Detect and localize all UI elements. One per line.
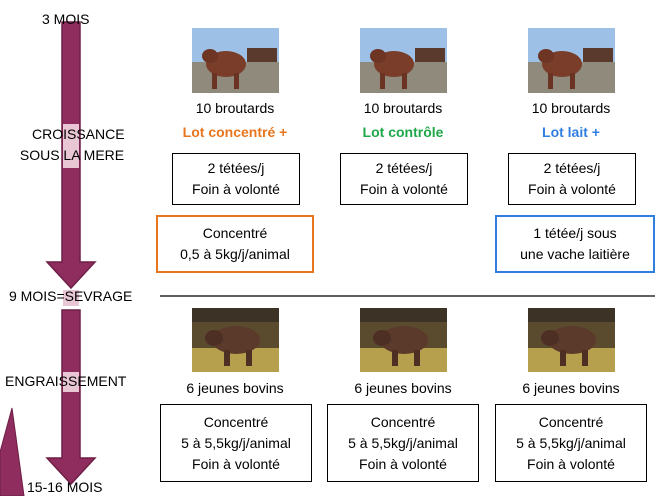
group1-lot-name: Lot concentré + [182, 124, 288, 140]
label-end-age: 15-16 MOIS [27, 479, 103, 495]
highlight-band-weaning [63, 290, 79, 306]
label-start-age: 3 MOIS [42, 11, 90, 27]
group2-base-line2: Foin à volonté [360, 181, 448, 197]
group2-finish-line2: 5 à 5,5kg/j/animal [348, 434, 458, 451]
group1-finish-line2: 5 à 5,5kg/j/animal [181, 434, 291, 451]
group1-finish-feed-box: Concentré 5 à 5,5kg/j/animal Foin à volo… [160, 404, 312, 482]
group3-finish-line1: Concentré [538, 413, 604, 430]
group3-base-line1: 2 tétées/j [543, 160, 601, 176]
group3-base-feed-box: 2 tétées/j Foin à volonté [508, 153, 636, 205]
group3-finish-count: 6 jeunes bovins [522, 380, 620, 396]
group3-count: 10 broutards [531, 100, 611, 116]
group3-lot-name: Lot lait + [542, 124, 600, 140]
group1-finish-line1: Concentré [203, 413, 269, 430]
group3-supplement-line1: 1 tétée/j sous [533, 225, 617, 241]
label-weaning: 9 MOIS=SEVRAGE [9, 288, 133, 304]
group3-finish-line3: Foin à volonté [527, 455, 615, 472]
young-cattle-photo-1 [192, 308, 279, 372]
highlight-band-fattening [63, 372, 79, 392]
group2-base-feed-box: 2 tétées/j Foin à volonté [340, 153, 468, 205]
group1-base-line1: 2 tétées/j [207, 160, 265, 176]
label-growth-line2: SOUS LA MERE [19, 147, 125, 163]
young-cattle-photo-3 [528, 308, 615, 372]
group2-count: 10 broutards [363, 100, 443, 116]
label-fattening: ENGRAISSEMENT [5, 373, 127, 389]
group1-base-line2: Foin à volonté [192, 181, 280, 197]
group2-finish-feed-box: Concentré 5 à 5,5kg/j/animal Foin à volo… [327, 404, 479, 482]
group2-finish-count: 6 jeunes bovins [354, 380, 452, 396]
label-growth-line1: CROISSANCE [32, 126, 125, 142]
group1-finish-count: 6 jeunes bovins [186, 380, 284, 396]
group1-supplement-line2: 0,5 à 5kg/j/animal [180, 246, 290, 262]
group3-supplement-box: 1 tétée/j sous une vache laitière [495, 215, 655, 273]
group1-supplement-box: Concentré 0,5 à 5kg/j/animal [156, 215, 314, 273]
group1-base-feed-box: 2 tétées/j Foin à volonté [172, 153, 300, 205]
group2-base-line1: 2 tétées/j [375, 160, 433, 176]
group1-count: 10 broutards [195, 100, 275, 116]
group3-supplement-line2: une vache laitière [520, 246, 630, 262]
young-cattle-photo-2 [360, 308, 447, 372]
group3-finish-feed-box: Concentré 5 à 5,5kg/j/animal Foin à volo… [495, 404, 647, 482]
group3-finish-line2: 5 à 5,5kg/j/animal [516, 434, 626, 451]
group1-finish-line3: Foin à volonté [192, 455, 280, 472]
decorative-shape [0, 407, 25, 496]
calf-photo-1 [192, 28, 279, 93]
highlight-band-growth [63, 124, 79, 168]
arrow-fattening-phase [45, 309, 97, 486]
group2-finish-line3: Foin à volonté [359, 455, 447, 472]
calf-photo-3 [528, 28, 615, 93]
group2-lot-name: Lot contrôle [362, 124, 444, 140]
group3-base-line2: Foin à volonté [528, 181, 616, 197]
group1-supplement-line1: Concentré [202, 225, 268, 241]
calf-photo-2 [360, 28, 447, 93]
group2-finish-line1: Concentré [370, 413, 436, 430]
